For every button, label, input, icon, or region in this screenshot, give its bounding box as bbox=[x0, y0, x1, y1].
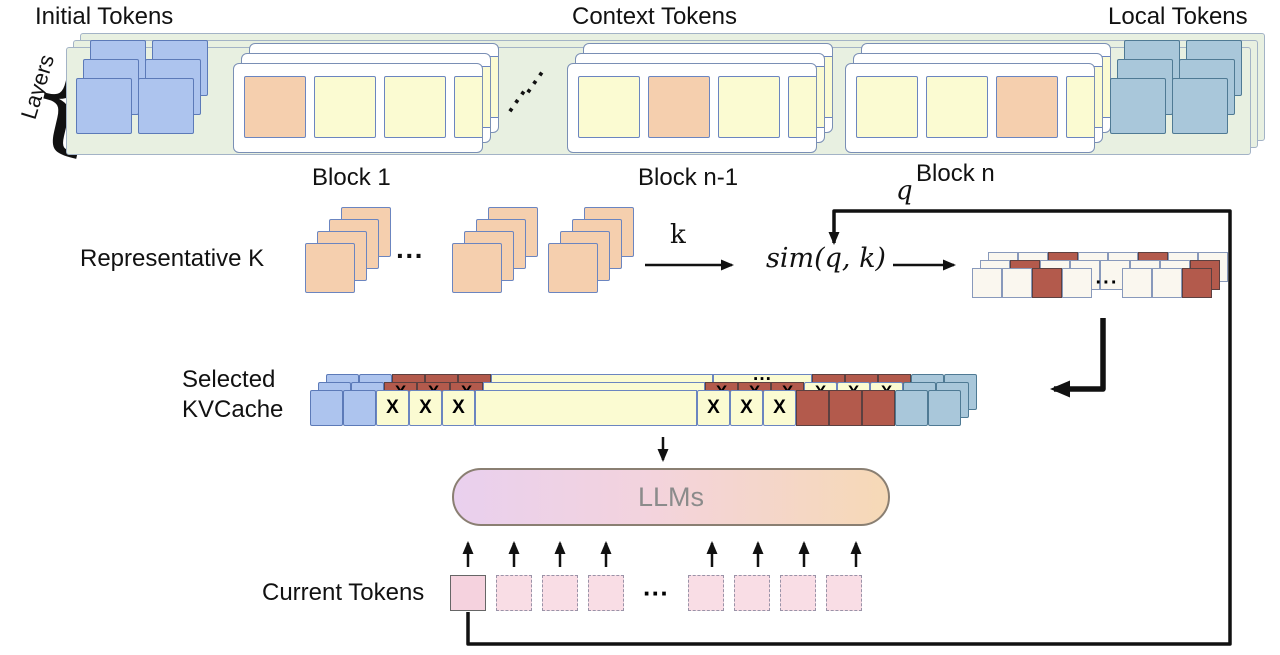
block-n-label: Block n bbox=[916, 160, 995, 187]
score-row: ··· bbox=[972, 268, 1212, 298]
token-row bbox=[1110, 78, 1228, 134]
token-cell bbox=[384, 76, 446, 138]
token-cell bbox=[1032, 268, 1062, 298]
token-cell bbox=[76, 78, 132, 134]
block-n-1-label: Block n-1 bbox=[638, 164, 739, 191]
token-square bbox=[305, 243, 355, 293]
token-cell bbox=[1182, 268, 1212, 298]
token-cell bbox=[829, 390, 862, 426]
ellipsis: ··· bbox=[1095, 271, 1119, 294]
llm-block: LLMs bbox=[452, 468, 890, 526]
token-cell: X bbox=[442, 390, 475, 426]
context-block-n bbox=[845, 43, 1115, 155]
token-cell bbox=[648, 76, 710, 138]
token-cell: X bbox=[409, 390, 442, 426]
token-cell bbox=[314, 76, 376, 138]
block-layer bbox=[845, 63, 1095, 153]
token-cell bbox=[578, 76, 640, 138]
k-label: k bbox=[670, 220, 686, 250]
token-cell bbox=[1002, 268, 1032, 298]
token-cell bbox=[588, 575, 624, 611]
token-row bbox=[76, 78, 194, 134]
representative-k-group bbox=[548, 207, 634, 293]
token-cell bbox=[862, 390, 895, 426]
block-1-label: Block 1 bbox=[312, 164, 391, 191]
token-square bbox=[452, 243, 502, 293]
context-tokens-label: Context Tokens bbox=[572, 3, 737, 30]
token-cell bbox=[928, 390, 961, 426]
token-cell bbox=[1110, 78, 1166, 134]
local-tokens-label: Local Tokens bbox=[1108, 3, 1248, 30]
token-cell bbox=[718, 76, 780, 138]
representative-k-label: Representative K bbox=[80, 245, 265, 272]
token-cell bbox=[244, 76, 306, 138]
token-cell bbox=[343, 390, 376, 426]
token-cell bbox=[926, 76, 988, 138]
block-layer bbox=[567, 63, 817, 153]
similarity-scores-stack: ··· bbox=[972, 252, 1262, 316]
token-cell bbox=[138, 78, 194, 134]
token-cell bbox=[475, 390, 697, 426]
context-block-n-1 bbox=[567, 43, 837, 155]
token-cell bbox=[856, 76, 918, 138]
selected-kvcache-label-line2: KVCache bbox=[182, 396, 284, 423]
representative-k-group bbox=[305, 207, 391, 293]
token-cell bbox=[1122, 268, 1152, 298]
local-tokens-cluster bbox=[1110, 40, 1280, 162]
selection-arrow bbox=[1050, 318, 1106, 398]
token-cell bbox=[996, 76, 1058, 138]
block-layer bbox=[233, 63, 483, 153]
token-cell bbox=[895, 390, 928, 426]
token-cell: X bbox=[697, 390, 730, 426]
token-cell bbox=[310, 390, 343, 426]
initial-tokens-label: Initial Tokens bbox=[35, 3, 174, 30]
token-cell bbox=[734, 575, 770, 611]
token-cell: X bbox=[730, 390, 763, 426]
token-cell bbox=[542, 575, 578, 611]
token-cell bbox=[450, 575, 486, 611]
current-tokens-label: Current Tokens bbox=[262, 579, 425, 606]
selected-kvcache-label-line1: Selected bbox=[182, 366, 276, 393]
q-label: q bbox=[896, 176, 913, 206]
token-cell: X bbox=[376, 390, 409, 426]
token-cell bbox=[496, 575, 532, 611]
sim-function-label: sim(q, k) bbox=[766, 243, 886, 274]
token-cell bbox=[454, 76, 482, 138]
ellipsis: ··· bbox=[643, 577, 669, 608]
token-cell bbox=[796, 390, 829, 426]
token-cell bbox=[788, 76, 816, 138]
token-cell bbox=[1066, 76, 1094, 138]
token-cell bbox=[972, 268, 1002, 298]
token-square bbox=[548, 243, 598, 293]
token-cell: X bbox=[763, 390, 796, 426]
context-block-1 bbox=[233, 43, 503, 155]
token-cell bbox=[1062, 268, 1092, 298]
token-cell bbox=[1172, 78, 1228, 134]
rep-k-ellipsis: ··· bbox=[396, 240, 424, 271]
initial-tokens-cluster bbox=[76, 40, 276, 162]
token-cell bbox=[1152, 268, 1182, 298]
token-cell bbox=[688, 575, 724, 611]
representative-k-groups bbox=[305, 207, 645, 299]
token-cell bbox=[780, 575, 816, 611]
current-tokens-row: ··· bbox=[450, 575, 862, 611]
representative-k-group bbox=[452, 207, 538, 293]
token-cell bbox=[826, 575, 862, 611]
